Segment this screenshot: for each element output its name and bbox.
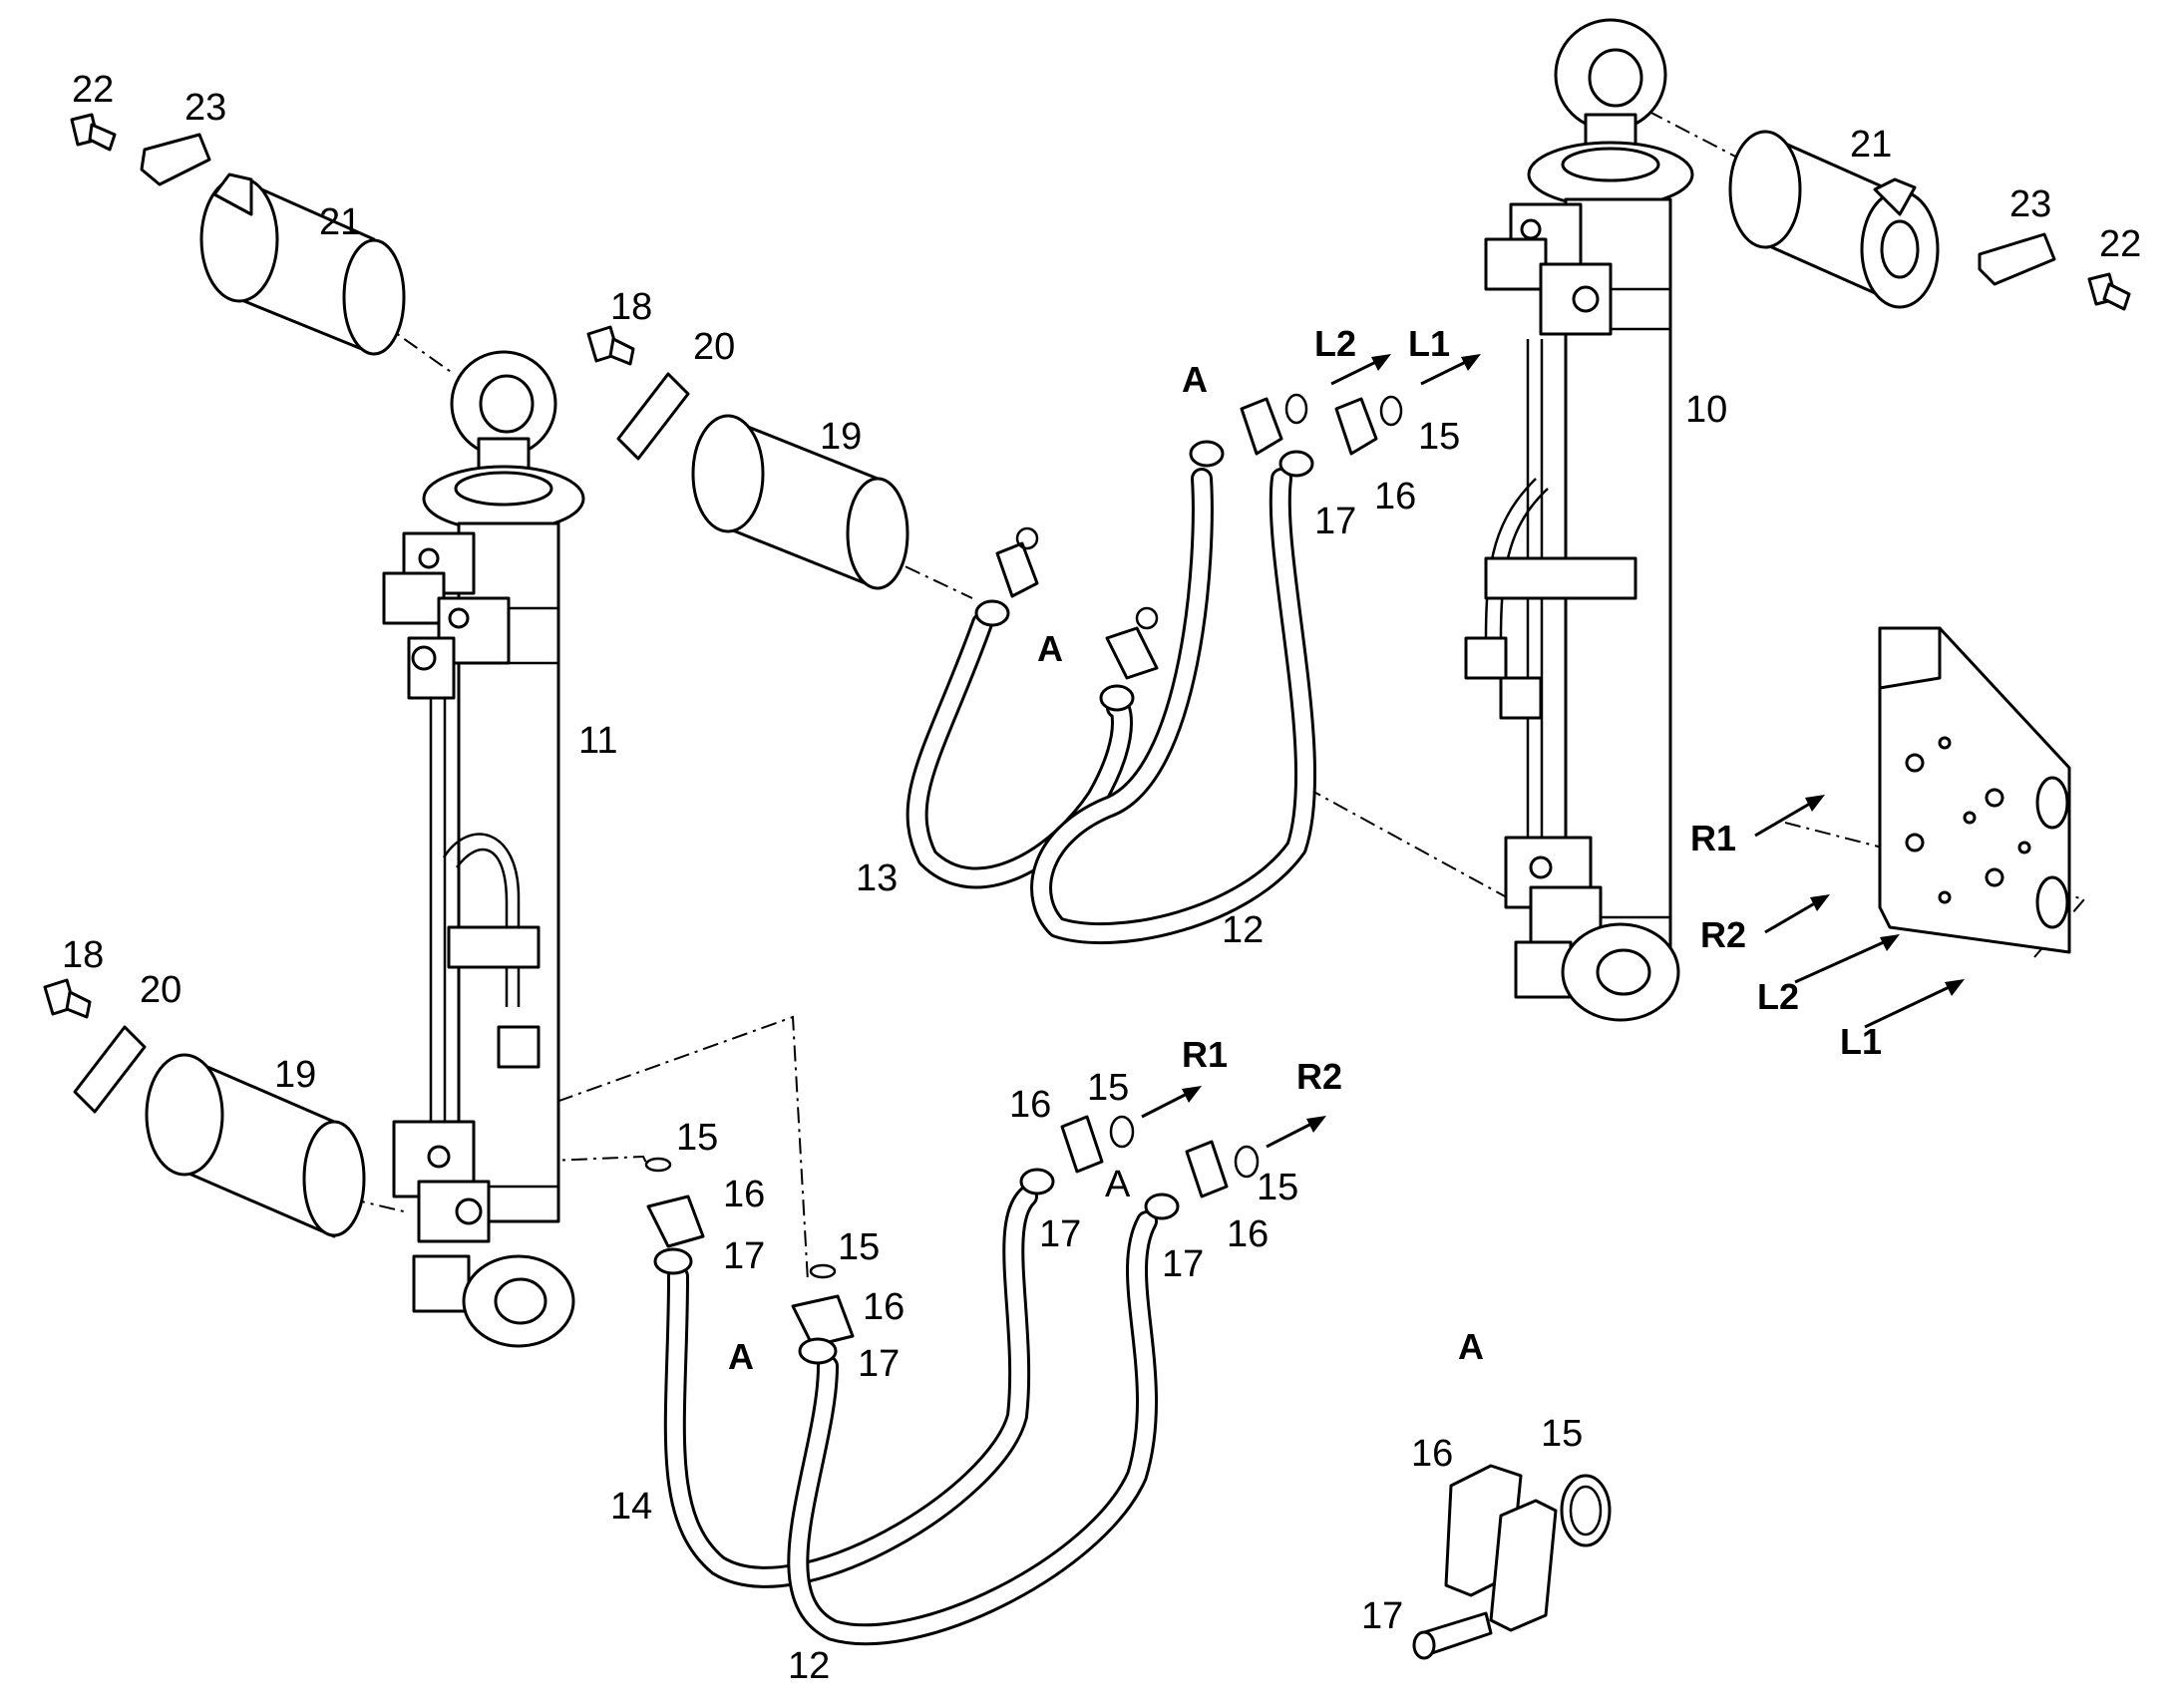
callout-a: A — [1458, 1326, 1484, 1367]
callout-12: 12 — [788, 1645, 830, 1687]
pin-19-lower — [145, 1053, 366, 1238]
bolt-18-upper — [586, 325, 635, 366]
bolt-22-right — [2087, 272, 2131, 311]
callout-23: 23 — [184, 87, 226, 129]
port-arrows — [1141, 354, 1965, 1149]
cylinder-11 — [382, 350, 585, 1348]
callout-21: 21 — [319, 201, 361, 243]
callout-16: 16 — [1227, 1213, 1269, 1255]
pin-21-right — [1728, 130, 1940, 309]
port-label-r2: R2 — [1296, 1056, 1342, 1097]
hose-12-lower — [787, 1210, 1158, 1646]
callout-17: 17 — [1314, 501, 1356, 542]
callout-19: 19 — [274, 1054, 316, 1096]
detail-a-flange — [1412, 1464, 1612, 1660]
bolt-18-lower — [43, 978, 92, 1019]
callout-a: A — [1182, 359, 1208, 400]
callout-16: 16 — [1374, 476, 1416, 517]
callout-21: 21 — [1850, 124, 1892, 166]
clamp-23-right — [1978, 232, 2056, 286]
hose-14 — [663, 1186, 1038, 1588]
callout-18: 18 — [610, 286, 652, 328]
manifold-block — [1878, 626, 2071, 954]
pin-21-left — [199, 172, 406, 356]
callout-19: 19 — [820, 416, 862, 458]
assembly-lines — [318, 96, 2086, 1282]
callout-15: 15 — [1257, 1167, 1298, 1208]
port-label-l1: L1 — [1408, 323, 1450, 364]
port-label-l1: L1 — [1840, 1021, 1882, 1062]
callout-a: A — [728, 1336, 754, 1377]
callout-17: 17 — [723, 1235, 765, 1277]
callout-16: 16 — [1009, 1084, 1051, 1126]
callout-16: 16 — [723, 1174, 765, 1215]
plate-20-upper — [616, 372, 690, 461]
callout-23: 23 — [2009, 183, 2051, 225]
plate-20-lower — [73, 1025, 147, 1114]
callout-15: 15 — [1087, 1067, 1129, 1109]
callout-12: 12 — [1222, 909, 1264, 951]
callout-22: 22 — [72, 69, 114, 111]
callout-17: 17 — [1039, 1213, 1081, 1255]
port-label-r1: R1 — [1182, 1034, 1228, 1075]
pin-19-upper — [691, 414, 909, 590]
callout-15: 15 — [1418, 416, 1460, 458]
callout-a: A — [1105, 1164, 1131, 1205]
callout-11: 11 — [578, 720, 617, 762]
port-label-l2: L2 — [1757, 976, 1799, 1017]
callout-a: A — [1037, 628, 1063, 669]
port-labels: L2 L1 R1 R2 R1 R2 L2 L1 — [1182, 323, 1882, 1097]
callout-15: 15 — [1541, 1413, 1583, 1455]
callout-labels: 22 23 21 18 20 19 11 18 20 19 13 12 A A … — [62, 69, 2141, 1687]
clamp-23-left — [140, 133, 211, 186]
callout-17: 17 — [1162, 1243, 1204, 1285]
callout-17: 17 — [858, 1343, 900, 1385]
callout-16: 16 — [863, 1286, 905, 1328]
bolt-22-left — [70, 113, 117, 152]
callout-15: 15 — [676, 1117, 718, 1159]
port-label-r1: R1 — [1690, 818, 1736, 858]
callout-13: 13 — [856, 857, 898, 899]
callout-14: 14 — [610, 1486, 652, 1528]
callout-15: 15 — [838, 1226, 880, 1268]
port-label-l2: L2 — [1314, 323, 1356, 364]
port-label-r2: R2 — [1700, 914, 1746, 955]
callout-18: 18 — [62, 934, 104, 976]
callout-22: 22 — [2099, 223, 2141, 265]
callout-16: 16 — [1411, 1433, 1453, 1475]
callout-20: 20 — [693, 326, 735, 368]
hose-12-upper — [1030, 468, 1316, 944]
cylinder-10 — [1464, 18, 1694, 1022]
callout-17: 17 — [1361, 1595, 1403, 1637]
flange-fittings — [644, 393, 1403, 1365]
callout-10: 10 — [1685, 389, 1727, 431]
callout-20: 20 — [140, 969, 182, 1011]
hose-13 — [906, 612, 1133, 889]
